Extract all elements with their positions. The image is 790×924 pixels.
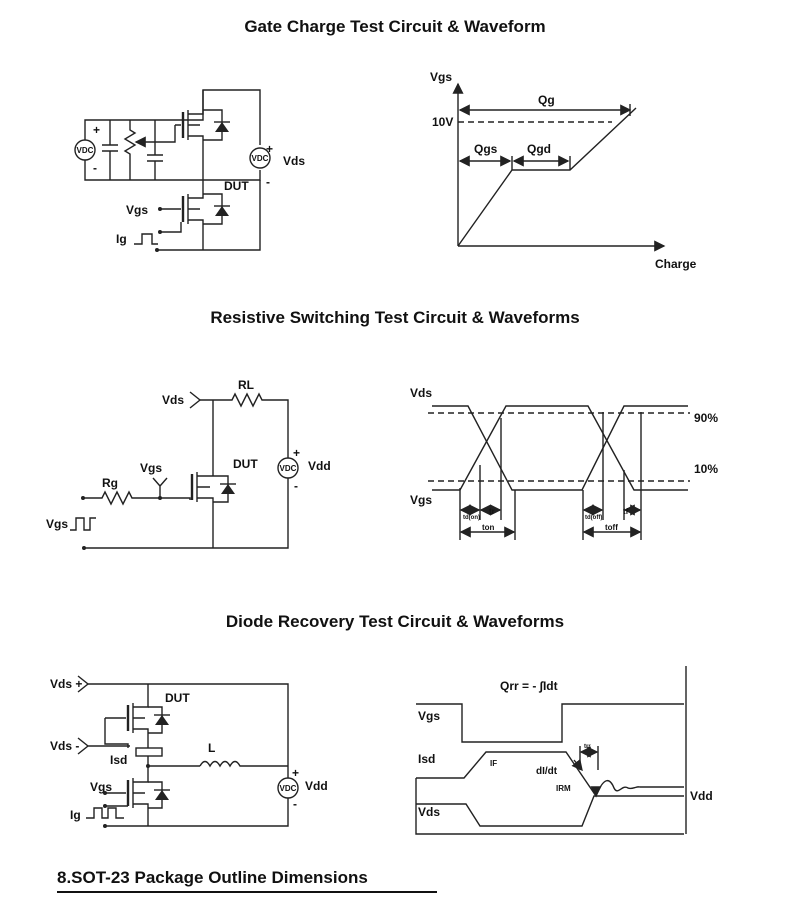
ig-pulse-icon xyxy=(134,233,158,245)
vdd-source-icon xyxy=(277,777,299,799)
plus-label: + xyxy=(292,766,299,780)
ton-label: ton xyxy=(482,523,495,532)
ig-label: Ig xyxy=(116,232,127,246)
current-sense-icon xyxy=(135,747,163,757)
vgs-pulse-label: Vgs xyxy=(46,517,68,531)
resistive-switching-waveform: Vds Vgs 90% 10% td(on) tr ton td(off) tf xyxy=(410,386,718,540)
ig-pulse-icon xyxy=(86,807,124,819)
didt-label: dI/dt xyxy=(536,766,558,777)
source-label: VDC xyxy=(280,464,297,473)
gate-charge-curve xyxy=(457,107,637,247)
y-axis-label: Vgs xyxy=(430,70,452,84)
vds-label: Vds xyxy=(283,154,305,168)
qg-label: Qg xyxy=(538,93,555,107)
vgs-label: Vgs xyxy=(410,493,432,507)
dut-label: DUT xyxy=(233,457,258,471)
diode-recovery-circuit: Vds + DUT Vds - Isd L xyxy=(50,675,328,828)
vds-label: Vds xyxy=(162,393,184,407)
level-10v-label: 10V xyxy=(432,115,453,129)
irm-label: IRM xyxy=(556,784,571,793)
vds-waveform xyxy=(432,405,688,491)
vdd-label: Vdd xyxy=(305,779,328,793)
gate-charge-circuit: VDC + - VDC + - xyxy=(74,89,305,252)
minus-label: - xyxy=(293,797,297,811)
trr-label: trr xyxy=(584,744,591,750)
upper-mosfet-icon xyxy=(126,695,170,748)
vgs-label: Vgs xyxy=(140,461,162,475)
source-label: VDC xyxy=(280,784,297,793)
vgs-waveform xyxy=(416,703,684,743)
percent-10-label: 10% xyxy=(694,462,718,476)
qgs-label: Qgs xyxy=(474,142,498,156)
dut-mosfet-icon xyxy=(190,472,236,548)
tr-label: tr xyxy=(489,507,495,516)
inductor-label: L xyxy=(208,741,215,755)
dut-mosfet-icon xyxy=(181,190,230,250)
minus-label: - xyxy=(93,161,97,175)
vds-minus-label: Vds - xyxy=(50,739,79,753)
upper-mosfet-icon xyxy=(175,90,230,148)
tf-label: tf xyxy=(623,507,629,516)
dut-label: DUT xyxy=(224,179,249,193)
resistive-switching-circuit: Vds RL DUT Vgs Rg VDC + - xyxy=(46,378,331,550)
vds-waveform xyxy=(416,795,684,827)
diode-recovery-title: Diode Recovery Test Circuit & Waveforms xyxy=(225,612,565,631)
tdon-label: td(on) xyxy=(463,515,480,521)
vgs-label: Vgs xyxy=(90,780,112,794)
vgs-pulse-icon xyxy=(70,517,96,531)
vds-plus-label: Vds + xyxy=(50,677,82,691)
vdd-label: Vdd xyxy=(690,789,713,803)
ig-label: Ig xyxy=(70,808,81,822)
vds-minus-terminal-icon xyxy=(77,737,130,755)
rl-label: RL xyxy=(238,378,254,392)
vdd-label: Vdd xyxy=(308,459,331,473)
source-label: VDC xyxy=(252,154,269,163)
isd-label: Isd xyxy=(418,752,435,766)
diode-recovery-waveform: Qrr = - ∫Idt Vgs Isd IF dI/dt IRM trr Vd… xyxy=(415,666,713,835)
minus-label: - xyxy=(266,175,270,189)
lower-mosfet-icon xyxy=(126,766,170,826)
vgs-terminal-icon xyxy=(152,477,168,498)
dut-label: DUT xyxy=(165,691,190,705)
vds-label: Vds xyxy=(418,805,440,819)
qrr-formula: Qrr = - ∫Idt xyxy=(500,679,558,693)
gate-charge-waveform: Vgs Charge 10V Qg Qgs Qgd xyxy=(430,70,697,271)
vds-source-icon xyxy=(249,147,271,169)
inductor-icon xyxy=(199,760,288,768)
percent-90-label: 90% xyxy=(694,411,718,425)
x-axis-label: Charge xyxy=(655,257,697,271)
qgd-label: Qgd xyxy=(527,142,551,156)
vds-label: Vds xyxy=(410,386,432,400)
isd-label: Isd xyxy=(110,753,127,767)
vgs-label: Vgs xyxy=(126,203,148,217)
if-label: IF xyxy=(490,759,497,768)
vgs-waveform xyxy=(432,405,688,491)
minus-label: - xyxy=(294,479,298,493)
plus-label: + xyxy=(266,142,273,156)
package-outline-heading: 8.SOT-23 Package Outline Dimensions xyxy=(57,868,437,893)
vds-terminal-icon xyxy=(189,391,202,409)
source-label: VDC xyxy=(77,146,94,155)
gate-charge-title: Gate Charge Test Circuit & Waveform xyxy=(244,17,546,36)
vgs-label: Vgs xyxy=(418,709,440,723)
rg-label: Rg xyxy=(102,476,118,490)
toff-label: toff xyxy=(605,523,618,532)
plus-label: + xyxy=(93,123,100,137)
resistive-switching-title: Resistive Switching Test Circuit & Wavef… xyxy=(210,308,580,327)
plus-label: + xyxy=(293,446,300,460)
tdoff-label: td(off) xyxy=(585,515,602,521)
